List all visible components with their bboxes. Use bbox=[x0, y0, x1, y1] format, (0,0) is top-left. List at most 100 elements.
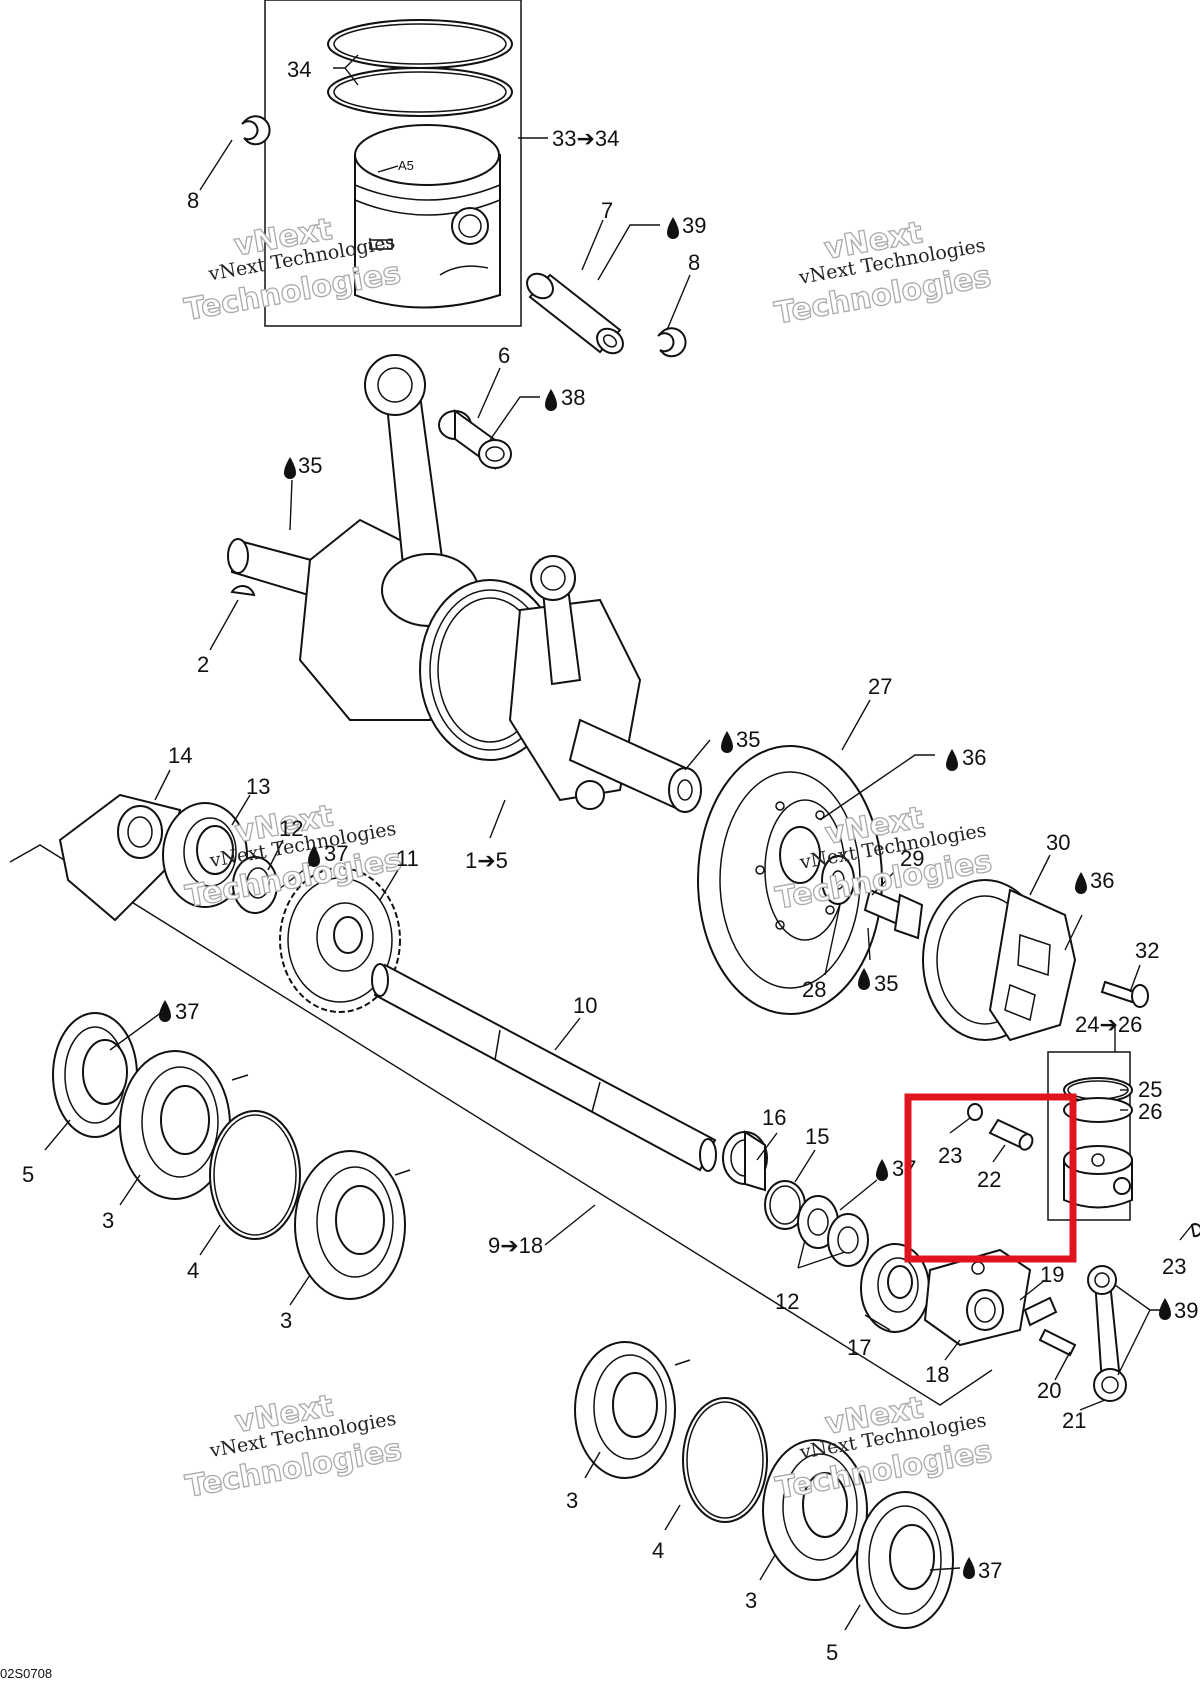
ball-bearing-13 bbox=[162, 802, 248, 908]
svg-text:6: 6 bbox=[498, 343, 510, 368]
svg-text:16: 16 bbox=[762, 1105, 786, 1130]
callout-3-c: 3 bbox=[566, 1488, 578, 1513]
callout-34: 34 bbox=[287, 57, 311, 82]
ball-bearing-17 bbox=[860, 1243, 930, 1333]
svg-text:23: 23 bbox=[938, 1143, 962, 1168]
callout-18: 18 bbox=[925, 1362, 949, 1387]
o-ring-4-a bbox=[209, 1110, 301, 1240]
highlight-box bbox=[904, 1093, 1077, 1263]
svg-text:39: 39 bbox=[682, 213, 706, 238]
callout-1-5: 1➔5 bbox=[465, 848, 508, 873]
piston-assembly-frame bbox=[264, 0, 522, 327]
watermark-2: vNext Technologies vNext Technologies bbox=[772, 215, 995, 332]
callout-2: 2 bbox=[197, 652, 209, 677]
watermark-6: vNext Technologies vNext Technologies bbox=[772, 1390, 995, 1507]
callout-20: 20 bbox=[1037, 1378, 1061, 1403]
leader-lines bbox=[44, 54, 1193, 1631]
piston-marking: A5 bbox=[398, 158, 414, 173]
svg-text:37: 37 bbox=[892, 1156, 916, 1181]
callout-23-highlighted: 23 bbox=[938, 1143, 962, 1168]
balancer-connecting-rod bbox=[1087, 1265, 1127, 1402]
callout-5-bottom: 5 bbox=[826, 1640, 838, 1665]
drawing-code: 02S0708 bbox=[0, 1666, 52, 1681]
callout-33-34: 33➔34 bbox=[552, 126, 619, 151]
callout-24-26: 24➔26 bbox=[1075, 1012, 1142, 1037]
callout-9-18: 9➔18 bbox=[488, 1233, 543, 1258]
svg-text:32: 32 bbox=[1135, 938, 1159, 963]
callout-4-b: 4 bbox=[652, 1538, 664, 1563]
svg-text:3: 3 bbox=[280, 1308, 292, 1333]
piston-pin bbox=[526, 272, 624, 355]
circlip-right bbox=[657, 327, 687, 358]
callout-13: 13 bbox=[246, 774, 270, 799]
svg-text:11: 11 bbox=[396, 846, 419, 871]
callout-23-right: 23 bbox=[1162, 1254, 1186, 1279]
svg-text:19: 19 bbox=[1040, 1262, 1064, 1287]
callout-28: 28 bbox=[802, 977, 826, 1002]
callout-37-upper: 37 bbox=[308, 841, 348, 867]
pin-19 bbox=[1023, 1296, 1058, 1327]
oil-seal-12-upper bbox=[232, 856, 278, 914]
oil-drop-icon bbox=[858, 968, 870, 990]
callout-39-right: 39 bbox=[1159, 1298, 1198, 1323]
balancer-piston bbox=[1063, 1077, 1133, 1209]
svg-text:4: 4 bbox=[652, 1538, 664, 1563]
oil-drop-icon bbox=[1075, 872, 1087, 894]
oil-drop-icon bbox=[159, 1000, 171, 1022]
callout-32: 32 bbox=[1135, 938, 1159, 963]
ball-bearing-3-d bbox=[762, 1439, 868, 1581]
piston: A5 bbox=[354, 124, 501, 309]
callout-8-right: 8 bbox=[688, 250, 700, 275]
oil-drop-icon bbox=[963, 1557, 975, 1579]
svg-text:4: 4 bbox=[187, 1258, 199, 1283]
svg-text:13: 13 bbox=[246, 774, 270, 799]
woodruff-key bbox=[230, 585, 256, 597]
callout-8-left: 8 bbox=[187, 188, 199, 213]
needle-bearing bbox=[438, 409, 512, 470]
svg-text:10: 10 bbox=[573, 993, 597, 1018]
oil-seal-5-left bbox=[52, 1012, 138, 1138]
callout-7: 7 bbox=[601, 198, 613, 223]
svg-text:36: 36 bbox=[962, 745, 986, 770]
svg-text:27: 27 bbox=[868, 674, 892, 699]
svg-text:1➔5: 1➔5 bbox=[465, 848, 508, 873]
svg-text:12: 12 bbox=[775, 1289, 799, 1314]
callout-12-lower: 12 bbox=[775, 1289, 799, 1314]
callout-22: 22 bbox=[977, 1167, 1001, 1192]
oil-drop-icon bbox=[667, 217, 679, 239]
coupling bbox=[922, 879, 1077, 1042]
svg-text:5: 5 bbox=[826, 1640, 838, 1665]
crankshaft bbox=[227, 354, 702, 813]
callout-26: 26 bbox=[1138, 1099, 1162, 1124]
callout-3-a: 3 bbox=[102, 1208, 114, 1233]
balance-shaft bbox=[371, 963, 717, 1172]
circlip-23-highlighted bbox=[967, 1103, 983, 1121]
oil-drop-icon bbox=[308, 845, 320, 867]
balancer-weight bbox=[58, 793, 182, 922]
callout-39-top: 39 bbox=[667, 213, 706, 239]
callout-29: 29 bbox=[900, 846, 924, 871]
svg-text:17: 17 bbox=[847, 1335, 871, 1360]
svg-text:35: 35 bbox=[298, 453, 322, 478]
callout-3-b: 3 bbox=[280, 1308, 292, 1333]
callout-5-left: 5 bbox=[22, 1162, 34, 1187]
callout-35-bolt: 35 bbox=[858, 968, 898, 996]
svg-text:37: 37 bbox=[324, 841, 348, 866]
svg-text:vNext: vNext bbox=[823, 800, 926, 852]
svg-text:8: 8 bbox=[688, 250, 700, 275]
callout-36-coupling: 36 bbox=[1075, 868, 1114, 894]
svg-text:18: 18 bbox=[925, 1362, 949, 1387]
oil-drop-icon bbox=[545, 389, 557, 411]
svg-text:30: 30 bbox=[1046, 830, 1070, 855]
svg-text:3: 3 bbox=[745, 1588, 757, 1613]
svg-text:9➔18: 9➔18 bbox=[488, 1233, 543, 1258]
piston-rings bbox=[327, 19, 513, 117]
svg-text:37: 37 bbox=[978, 1558, 1002, 1583]
callout-35-top: 35 bbox=[284, 453, 322, 479]
svg-text:20: 20 bbox=[1037, 1378, 1061, 1403]
svg-text:21: 21 bbox=[1062, 1408, 1086, 1433]
svg-text:5: 5 bbox=[22, 1162, 34, 1187]
oil-seals-12-lower bbox=[797, 1195, 869, 1267]
callout-37-right: 37 bbox=[876, 1156, 916, 1181]
